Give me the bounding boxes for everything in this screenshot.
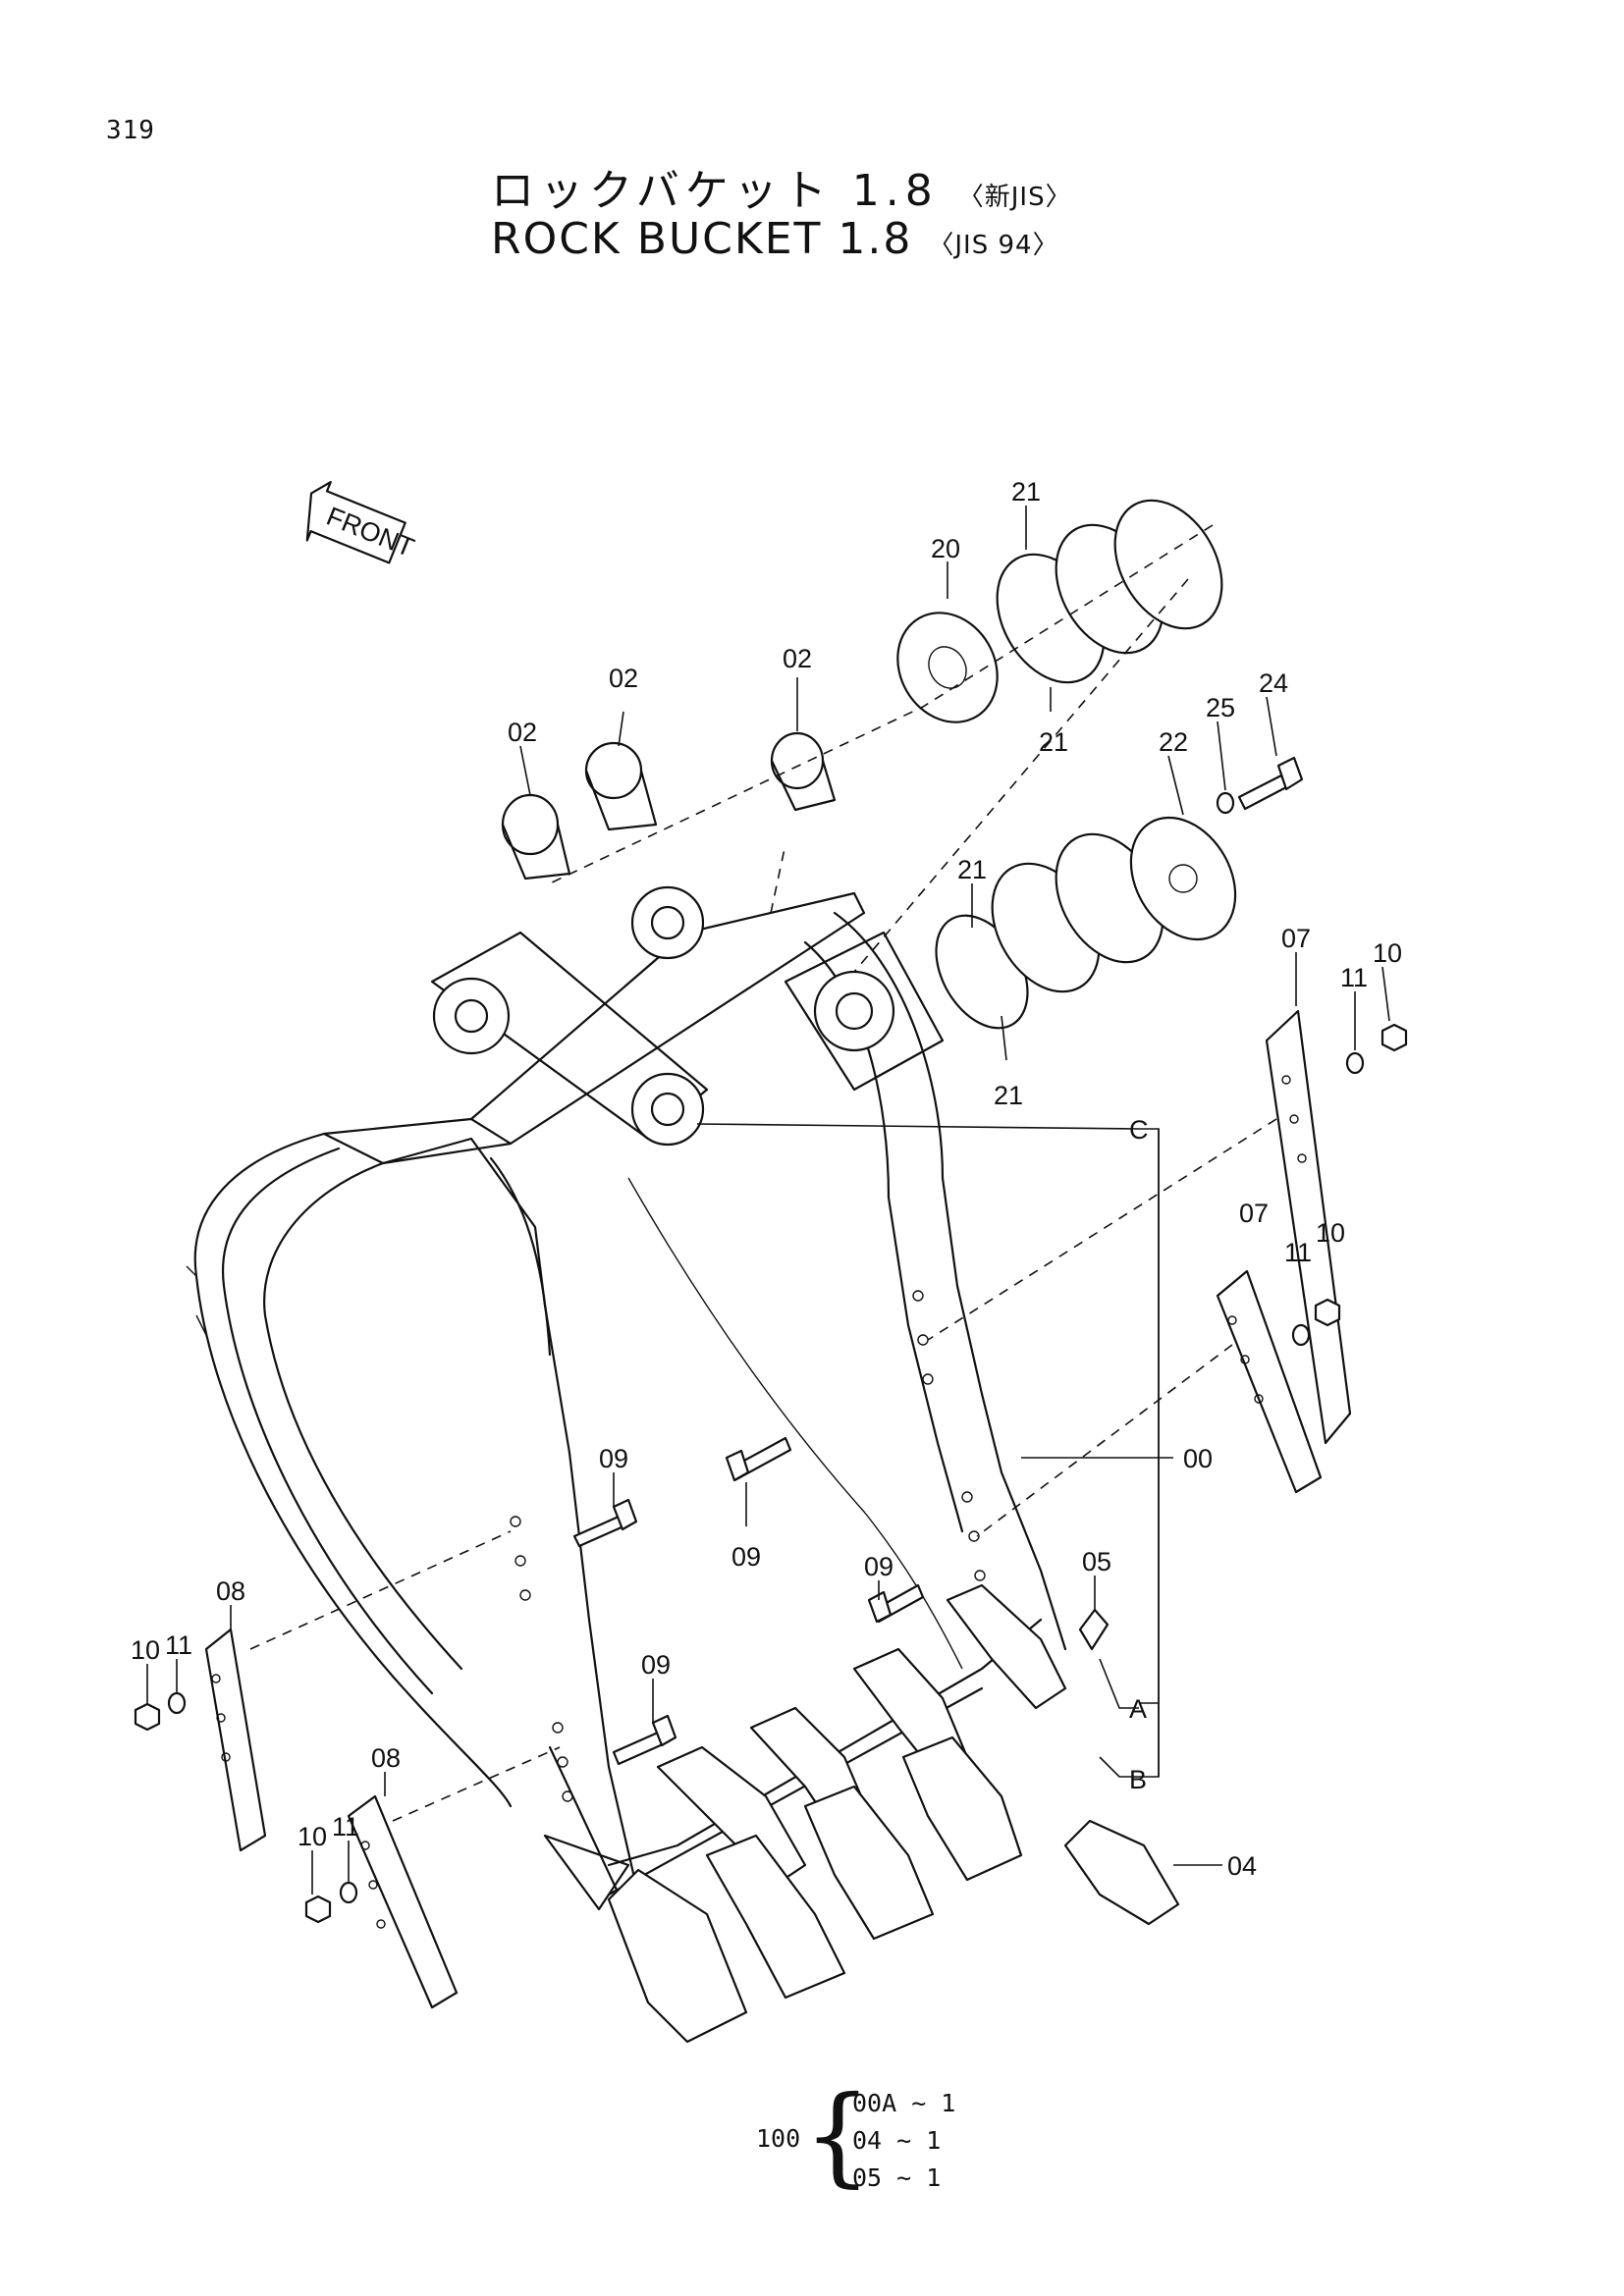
washer-11-a — [167, 1691, 187, 1715]
side-cutter-08-a — [204, 1628, 267, 1852]
callout-09-b: 09 — [731, 1542, 761, 1572]
callout-24: 24 — [1259, 668, 1288, 698]
title-en-main: ROCK BUCKET 1.8 — [491, 214, 913, 264]
callout-20: 20 — [931, 534, 960, 563]
shims-21-top — [996, 499, 1223, 684]
callout-09-d: 09 — [641, 1650, 671, 1680]
callout-00: 00 — [1183, 1444, 1213, 1473]
callout-11-top: 11 — [1340, 963, 1368, 992]
legend-row: 05 ~ 1 — [852, 2163, 942, 2192]
bolt-09-d — [612, 1714, 677, 1766]
bolt-09-b — [725, 1436, 792, 1482]
page-title-english: ROCK BUCKET 1.8 〈JIS 94〉 — [491, 214, 1059, 264]
legend-assembly-number: 100 — [756, 2124, 801, 2153]
callout-11-a: 11 — [165, 1630, 192, 1660]
bushing-02-c — [770, 731, 837, 812]
callout-21-top: 21 — [1011, 477, 1041, 507]
bushing-02-b — [584, 741, 658, 831]
callout-11-b: 11 — [332, 1812, 359, 1842]
callout-08-b: 08 — [371, 1743, 401, 1773]
callout-02-c: 02 — [783, 644, 812, 673]
washer-25 — [1216, 791, 1235, 815]
callout-04: 04 — [1227, 1851, 1257, 1881]
plate-22 — [1129, 816, 1237, 941]
pin-05 — [1078, 1608, 1110, 1651]
side-cutter-08-b — [347, 1794, 459, 2009]
front-direction-arrow: FRONT — [305, 480, 418, 564]
callout-10-b: 10 — [298, 1822, 327, 1851]
left-plate-bolt-holes — [510, 1516, 573, 1802]
callout-02-a: 02 — [508, 718, 537, 747]
legend-row: 04 ~ 1 — [852, 2126, 942, 2155]
title-jp-standard-note: 〈新JIS〉 — [957, 183, 1072, 212]
callout-11-mid: 11 — [1284, 1238, 1312, 1267]
callout-08-a: 08 — [216, 1576, 245, 1606]
pin-bosses — [430, 885, 945, 1147]
side-cutter-07-top — [1265, 1009, 1352, 1445]
bushing-02-a — [501, 793, 571, 881]
callout-07-mid: 07 — [1239, 1199, 1269, 1228]
page-title-japanese: ロックバケット 1.8 〈新JIS〉 — [491, 155, 1072, 218]
side-cutter-07-mid — [1216, 1269, 1323, 1494]
callout-10-top: 10 — [1373, 938, 1402, 968]
callout-10-a: 10 — [131, 1635, 160, 1665]
nut-10-mid — [1314, 1298, 1341, 1327]
right-plate-bolt-holes — [912, 1290, 986, 1581]
callout-25: 25 — [1206, 693, 1235, 722]
callout-09-a: 09 — [599, 1444, 628, 1473]
bolt-09-a — [572, 1498, 638, 1548]
title-jp-main: ロックバケット 1.8 — [491, 166, 939, 216]
callout-09-c: 09 — [864, 1552, 893, 1581]
callout-07-top: 07 — [1281, 924, 1311, 953]
callout-C: C — [1129, 1115, 1149, 1145]
bolt-09-c — [867, 1583, 925, 1624]
callout-21-left: 21 — [957, 855, 987, 884]
callout-21-mid: 21 — [1039, 727, 1068, 757]
callout-05: 05 — [1082, 1547, 1111, 1576]
washer-11-b — [339, 1881, 358, 1904]
tooth-04-detached — [1063, 1819, 1180, 1926]
callout-10-mid: 10 — [1316, 1218, 1345, 1248]
nut-10-a — [134, 1702, 161, 1732]
title-en-standard-note: 〈JIS 94〉 — [928, 231, 1059, 260]
callout-A: A — [1129, 1694, 1147, 1724]
nut-10-b — [304, 1895, 332, 1924]
leader-lines — [146, 506, 1390, 1895]
washer-11-mid — [1291, 1323, 1311, 1347]
page-number: 319 — [106, 116, 155, 145]
front-label: FRONT — [322, 502, 417, 563]
callout-labels: 21 20 21 02 02 02 24 25 22 21 21 07 11 1… — [131, 477, 1402, 1881]
teeth-row — [607, 1583, 1067, 2044]
callout-02-b: 02 — [609, 664, 638, 693]
legend-row: 00A ~ 1 — [852, 2089, 956, 2117]
callout-21-bottom: 21 — [994, 1081, 1023, 1110]
washer-11-top — [1345, 1051, 1365, 1075]
bolt-24 — [1237, 756, 1304, 811]
callout-22: 22 — [1159, 727, 1188, 757]
callout-B: B — [1129, 1765, 1147, 1794]
legend-brace: { — [803, 2072, 872, 2198]
nut-10-top — [1380, 1023, 1408, 1052]
plate-20 — [896, 612, 999, 723]
